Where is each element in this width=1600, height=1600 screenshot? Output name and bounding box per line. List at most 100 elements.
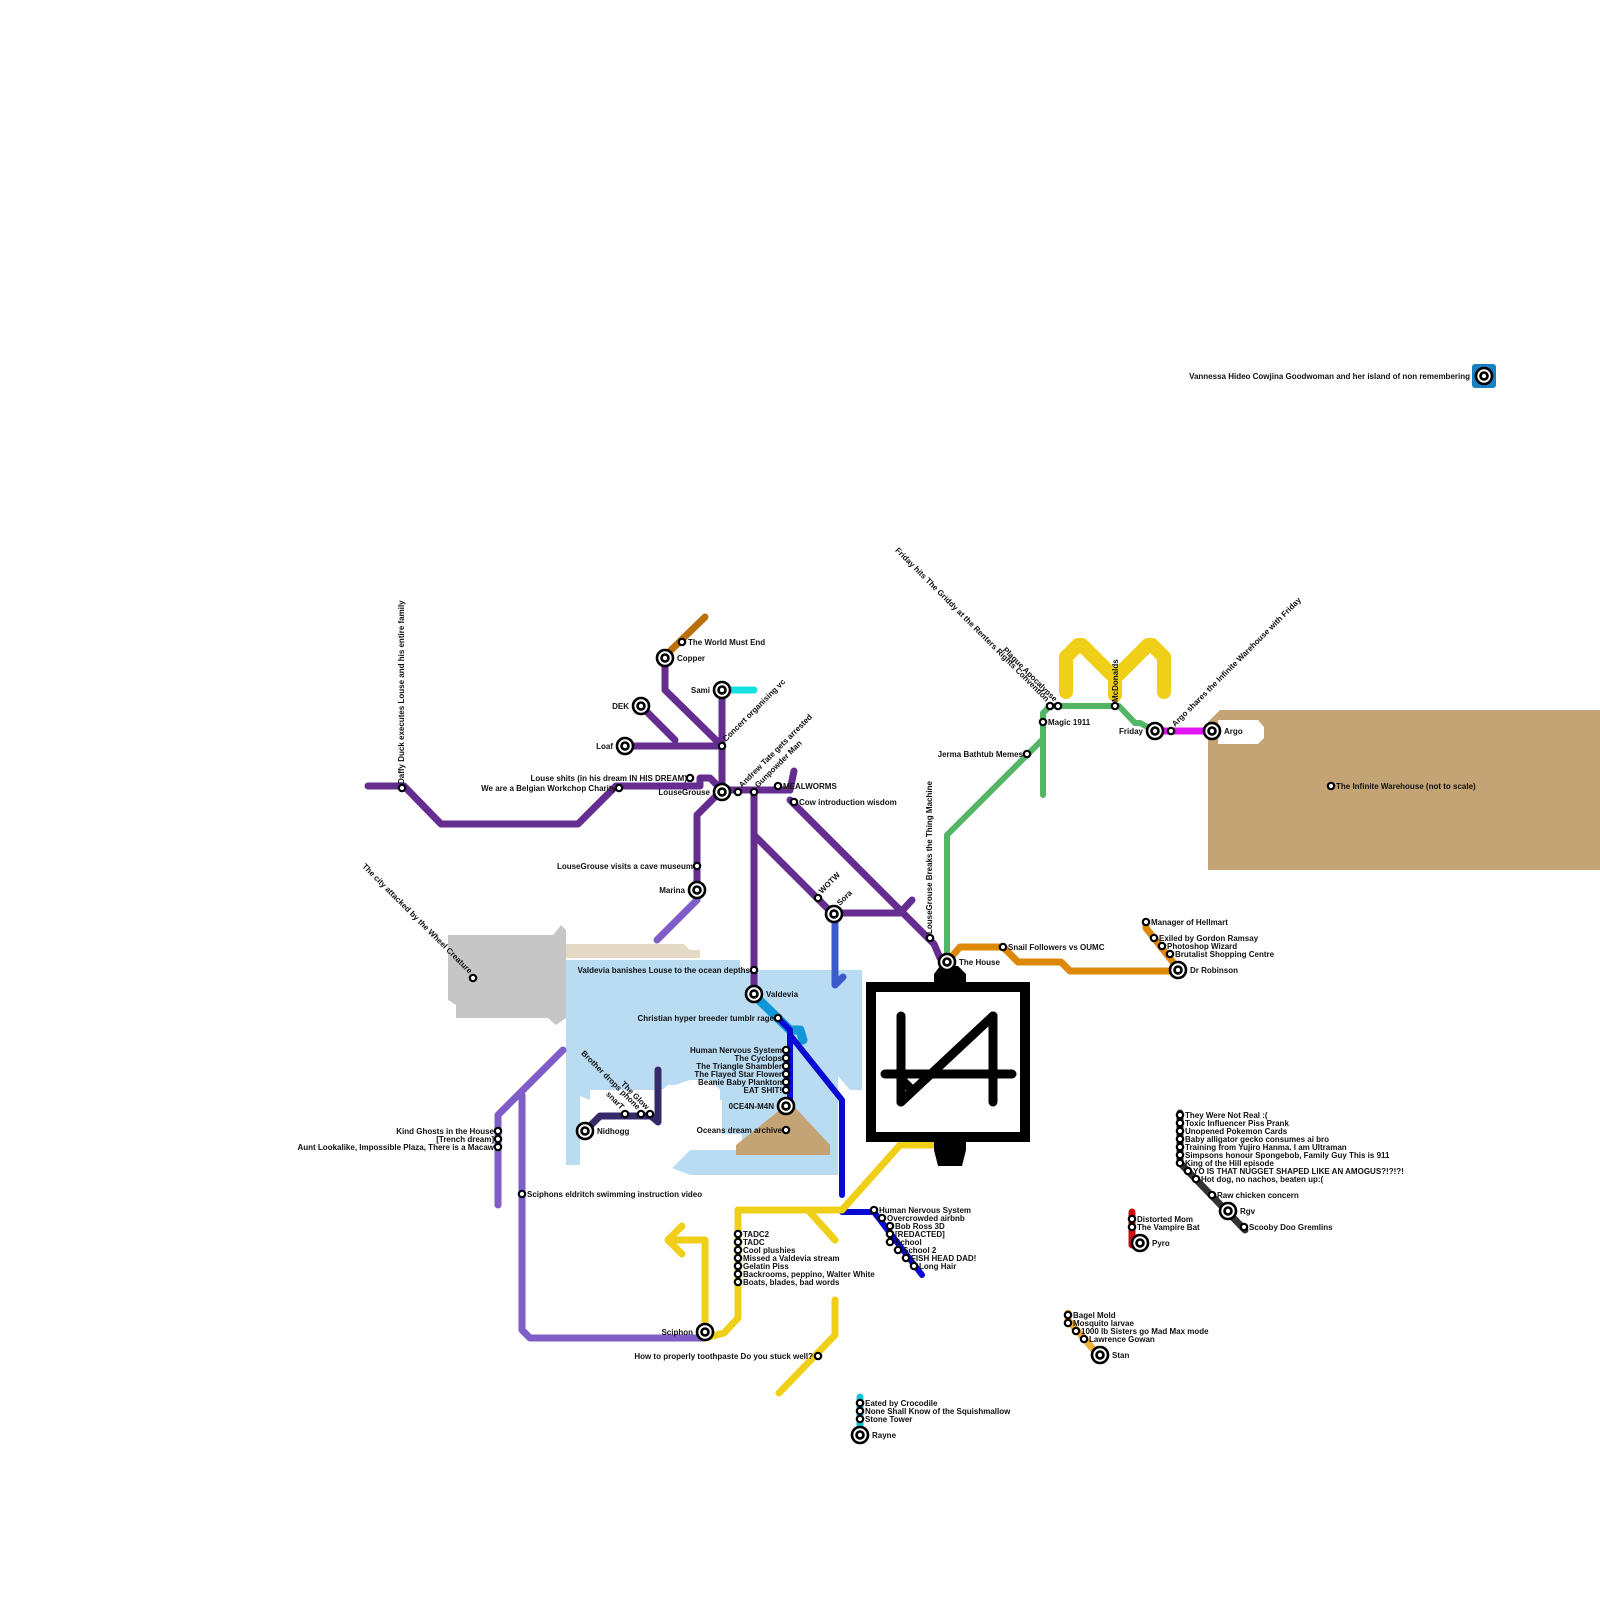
station-flayed[interactable]: [781, 1069, 791, 1079]
station-marker[interactable]: [1165, 949, 1175, 959]
station-rayne[interactable]: [850, 1425, 870, 1445]
station-marker[interactable]: [468, 973, 478, 983]
station-kind-ghosts[interactable]: [493, 1126, 503, 1136]
station-marker[interactable]: [1207, 1190, 1217, 1200]
station-copper[interactable]: [655, 648, 675, 668]
station-marina[interactable]: [687, 880, 707, 900]
station-koth[interactable]: [1175, 1158, 1185, 1168]
station-marker[interactable]: [781, 1045, 791, 1055]
station-marker[interactable]: [517, 1189, 527, 1199]
station-robinson[interactable]: [1168, 960, 1188, 980]
station-marker[interactable]: [855, 1398, 865, 1408]
station-marker[interactable]: [397, 783, 407, 793]
station-marker[interactable]: [692, 861, 702, 871]
station-gelatin[interactable]: [733, 1261, 743, 1271]
station-marker[interactable]: [733, 1229, 743, 1239]
station-brother-drops[interactable]: [636, 1109, 646, 1119]
station-marker[interactable]: [855, 1406, 865, 1416]
station-marker[interactable]: [1175, 1142, 1185, 1152]
station-cow[interactable]: [789, 797, 799, 807]
station-marker[interactable]: [893, 1245, 903, 1255]
station-marker[interactable]: [1166, 726, 1176, 736]
station-marker[interactable]: [877, 1213, 887, 1223]
station-ocean-man[interactable]: [776, 1096, 796, 1116]
station-friday[interactable]: [1145, 721, 1165, 741]
station-hotdog[interactable]: [1191, 1174, 1201, 1184]
station-scooby[interactable]: [1239, 1222, 1249, 1232]
station-marker[interactable]: [855, 1414, 865, 1424]
station-marker[interactable]: [493, 1126, 503, 1136]
station-magic[interactable]: [1038, 717, 1048, 727]
station-marker[interactable]: [1110, 701, 1120, 711]
station-marker[interactable]: [813, 893, 823, 903]
station-marker[interactable]: [925, 933, 935, 943]
station-marker[interactable]: [773, 781, 783, 791]
station-vampire[interactable]: [1127, 1222, 1137, 1232]
station-marker[interactable]: [1127, 1214, 1137, 1224]
station-fishhead[interactable]: [901, 1253, 911, 1263]
station-marker[interactable]: [781, 1061, 791, 1071]
station-marker[interactable]: [998, 942, 1008, 952]
station-marker[interactable]: [1183, 1166, 1193, 1176]
station-marker[interactable]: [781, 1085, 791, 1095]
station-not-real[interactable]: [1175, 1110, 1185, 1120]
station-stone-tower[interactable]: [855, 1414, 865, 1424]
station-toothpaste[interactable]: [813, 1351, 823, 1361]
interchange-logo-icon[interactable]: [866, 966, 1030, 1166]
station-cyclops[interactable]: [781, 1053, 791, 1063]
station-beanie[interactable]: [781, 1077, 791, 1087]
station-hellmart[interactable]: [1141, 917, 1151, 927]
station-sciphon[interactable]: [695, 1322, 715, 1342]
station-marker[interactable]: [1063, 1318, 1073, 1328]
station-mcdonalds[interactable]: [1110, 701, 1120, 711]
station-argo[interactable]: [1202, 721, 1222, 741]
station-nidhogg[interactable]: [575, 1121, 595, 1141]
station-marker[interactable]: [781, 1069, 791, 1079]
station-marker[interactable]: [717, 741, 727, 751]
station-dek[interactable]: [631, 696, 651, 716]
station-marker[interactable]: [1022, 749, 1032, 759]
station-marker[interactable]: [733, 1261, 743, 1271]
station-marker[interactable]: [1175, 1126, 1185, 1136]
station-plague[interactable]: [1053, 701, 1063, 711]
station-nugget[interactable]: [1183, 1166, 1193, 1176]
station-marker[interactable]: [885, 1237, 895, 1247]
station-marker[interactable]: [1071, 1326, 1081, 1336]
station-marker[interactable]: [1149, 933, 1159, 943]
station-the-glow[interactable]: [645, 1109, 655, 1119]
station-marker[interactable]: [620, 1109, 630, 1119]
station-photoshop[interactable]: [1157, 941, 1167, 951]
station-marker[interactable]: [733, 1269, 743, 1279]
station-valdevia[interactable]: [744, 984, 764, 1004]
station-gecko[interactable]: [1175, 1134, 1185, 1144]
station-world-must-end[interactable]: [677, 637, 687, 647]
isolated-station[interactable]: Vannessa Hideo Cowjina Goodwoman and her…: [1189, 364, 1496, 388]
station-marker[interactable]: [1053, 701, 1063, 711]
station-marker[interactable]: [885, 1221, 895, 1231]
station-simpsons[interactable]: [1175, 1150, 1185, 1160]
station-pokemon[interactable]: [1175, 1126, 1185, 1136]
station-marker[interactable]: [813, 1351, 823, 1361]
station-rgv[interactable]: [1218, 1201, 1238, 1221]
station-marker[interactable]: [1175, 1134, 1185, 1144]
station-aunt[interactable]: [493, 1142, 503, 1152]
station-marker[interactable]: [733, 787, 743, 797]
station-marker[interactable]: [685, 773, 695, 783]
station-hns2[interactable]: [869, 1205, 879, 1215]
station-marker[interactable]: [493, 1142, 503, 1152]
station-longhair[interactable]: [909, 1261, 919, 1271]
station-marker[interactable]: [1141, 917, 1151, 927]
station-cave-museum[interactable]: [692, 861, 702, 871]
station-marker[interactable]: [614, 783, 624, 793]
station-marker[interactable]: [636, 1109, 646, 1119]
station-marker[interactable]: [733, 1245, 743, 1255]
station-tumblr[interactable]: [773, 1013, 783, 1023]
station-wheel-creature[interactable]: [468, 973, 478, 983]
station-boats[interactable]: [733, 1277, 743, 1287]
station-marker[interactable]: [493, 1134, 503, 1144]
station-marker[interactable]: [733, 1237, 743, 1247]
station-snail[interactable]: [998, 942, 1008, 952]
station-marker[interactable]: [1157, 941, 1167, 951]
station-crocodile[interactable]: [855, 1398, 865, 1408]
station-bobross[interactable]: [885, 1221, 895, 1231]
